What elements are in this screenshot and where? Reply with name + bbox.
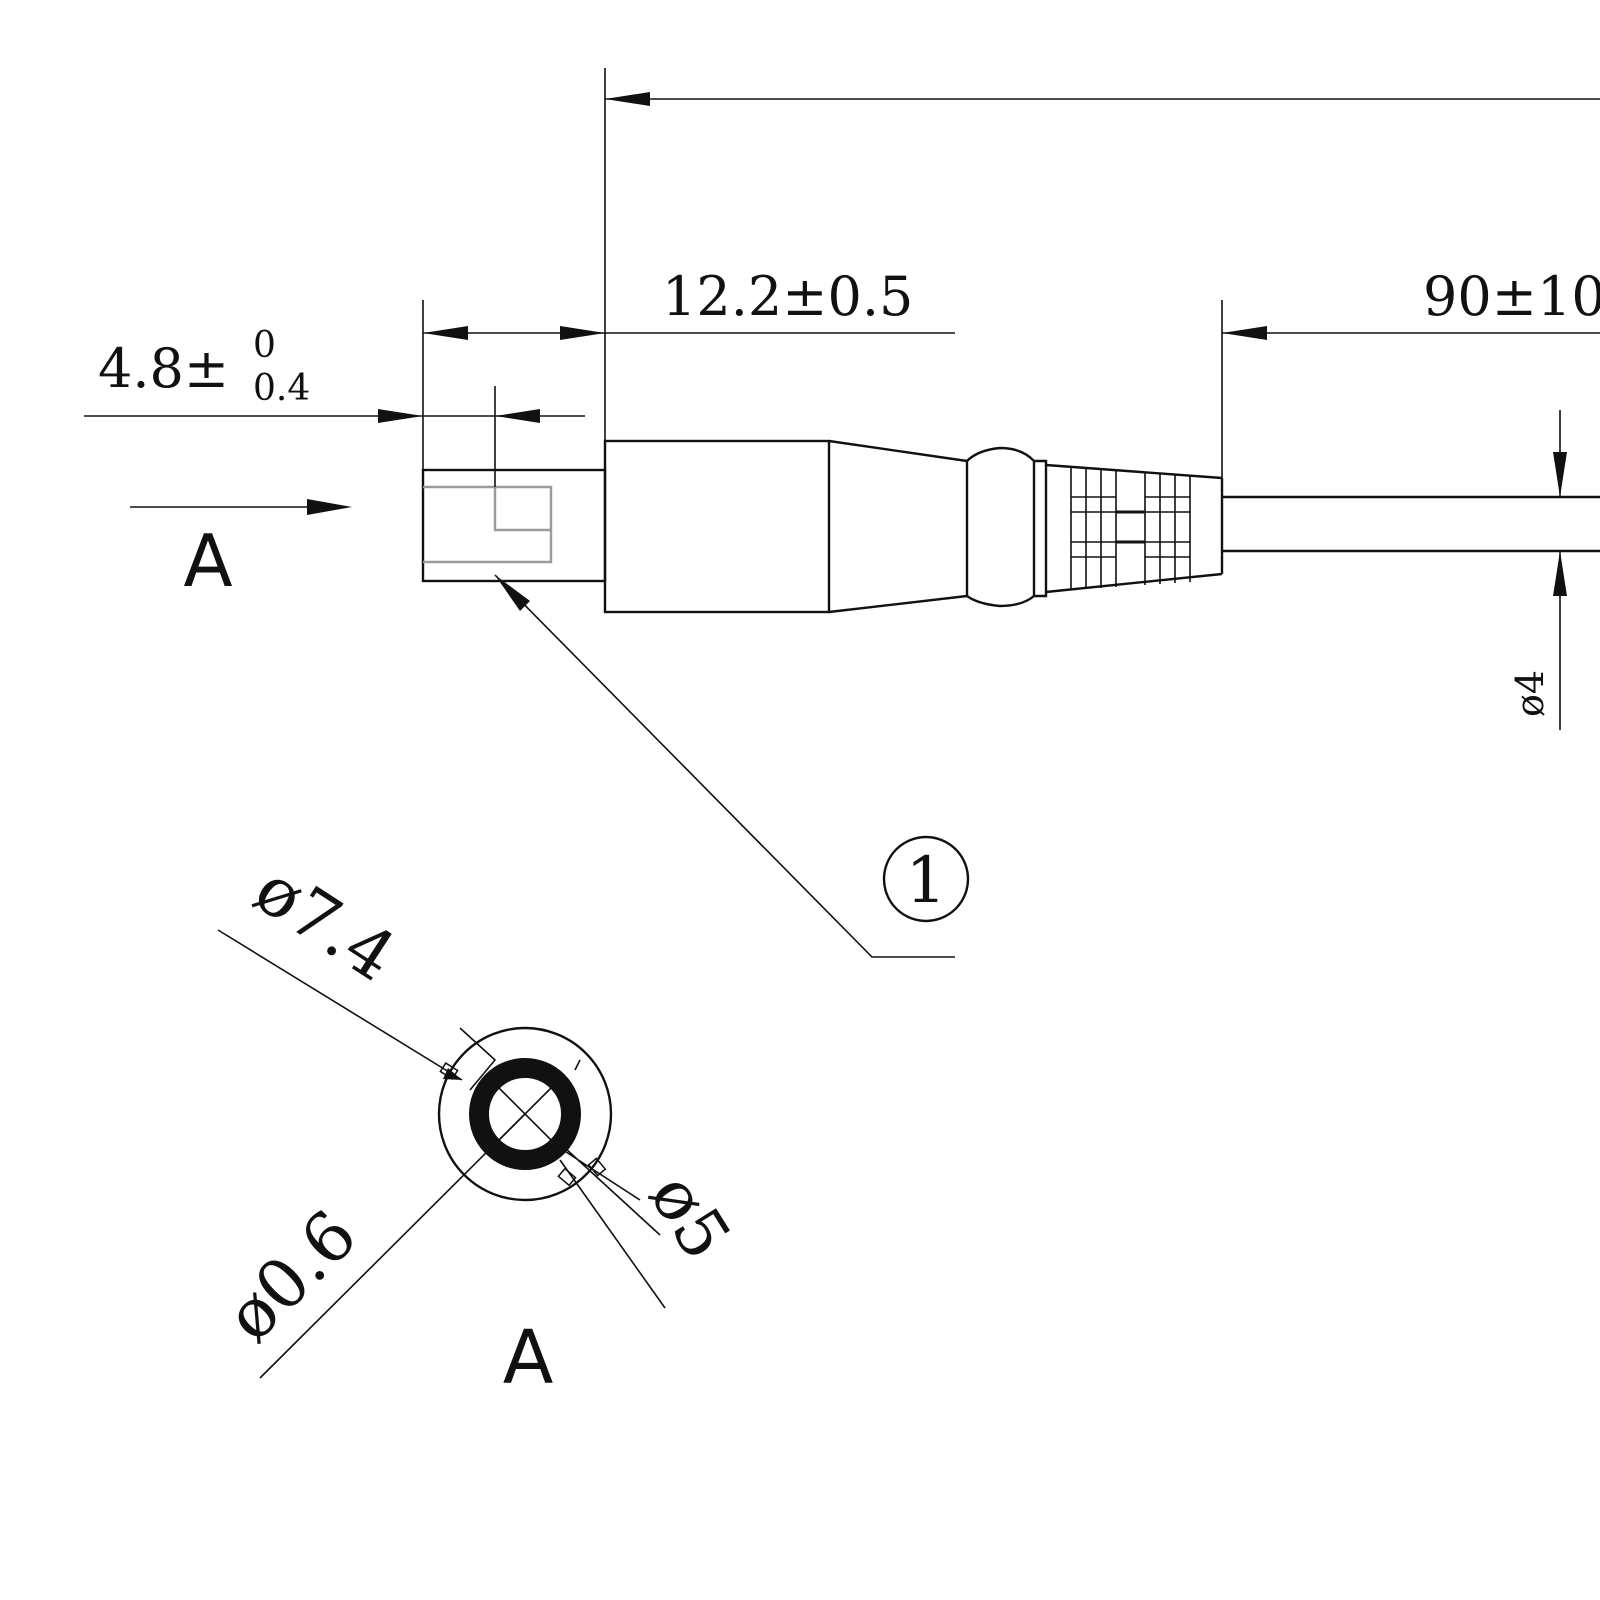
connector-body	[603, 439, 831, 614]
tip-length-lower-tol: 0.4	[253, 368, 310, 409]
strain-relief	[1045, 463, 1224, 594]
insulator-ring	[469, 1058, 581, 1170]
item-balloon: 1	[882, 835, 970, 923]
tip-length-upper-tol: 0	[253, 325, 276, 366]
balloon-number: 1	[906, 844, 947, 918]
collar	[1034, 459, 1048, 598]
cable	[1222, 495, 1600, 553]
inner-contact	[423, 485, 553, 564]
tip-length-nominal: 4.8±	[98, 337, 229, 400]
end-view-a: ø7.4 ø5 ø0.6 A	[211, 850, 745, 1401]
outer-shell	[437, 1026, 613, 1202]
strain-relief-dimension: 90±10	[1423, 265, 1600, 328]
outer-diameter-label: ø7.4	[241, 850, 409, 997]
inner-diameter-label: ø5	[634, 1160, 746, 1273]
view-arrow-label: A	[183, 519, 232, 603]
taper-section	[828, 439, 968, 614]
dimension-labels: 12.2±0.5 4.8± 0 0.4 90±10 ø4 A	[98, 265, 1600, 717]
connector-body-dimension: 12.2±0.5	[662, 265, 913, 328]
dimension-lines	[84, 68, 1600, 958]
cable-diameter-dimension: ø4	[1508, 670, 1552, 717]
bulge-ring	[965, 446, 1036, 608]
plug-side-view	[421, 439, 1600, 614]
tip-length-dimension: 4.8± 0 0.4	[98, 325, 310, 409]
pin-diameter-label: ø0.6	[211, 1196, 372, 1357]
end-view-title: A	[503, 1315, 554, 1401]
